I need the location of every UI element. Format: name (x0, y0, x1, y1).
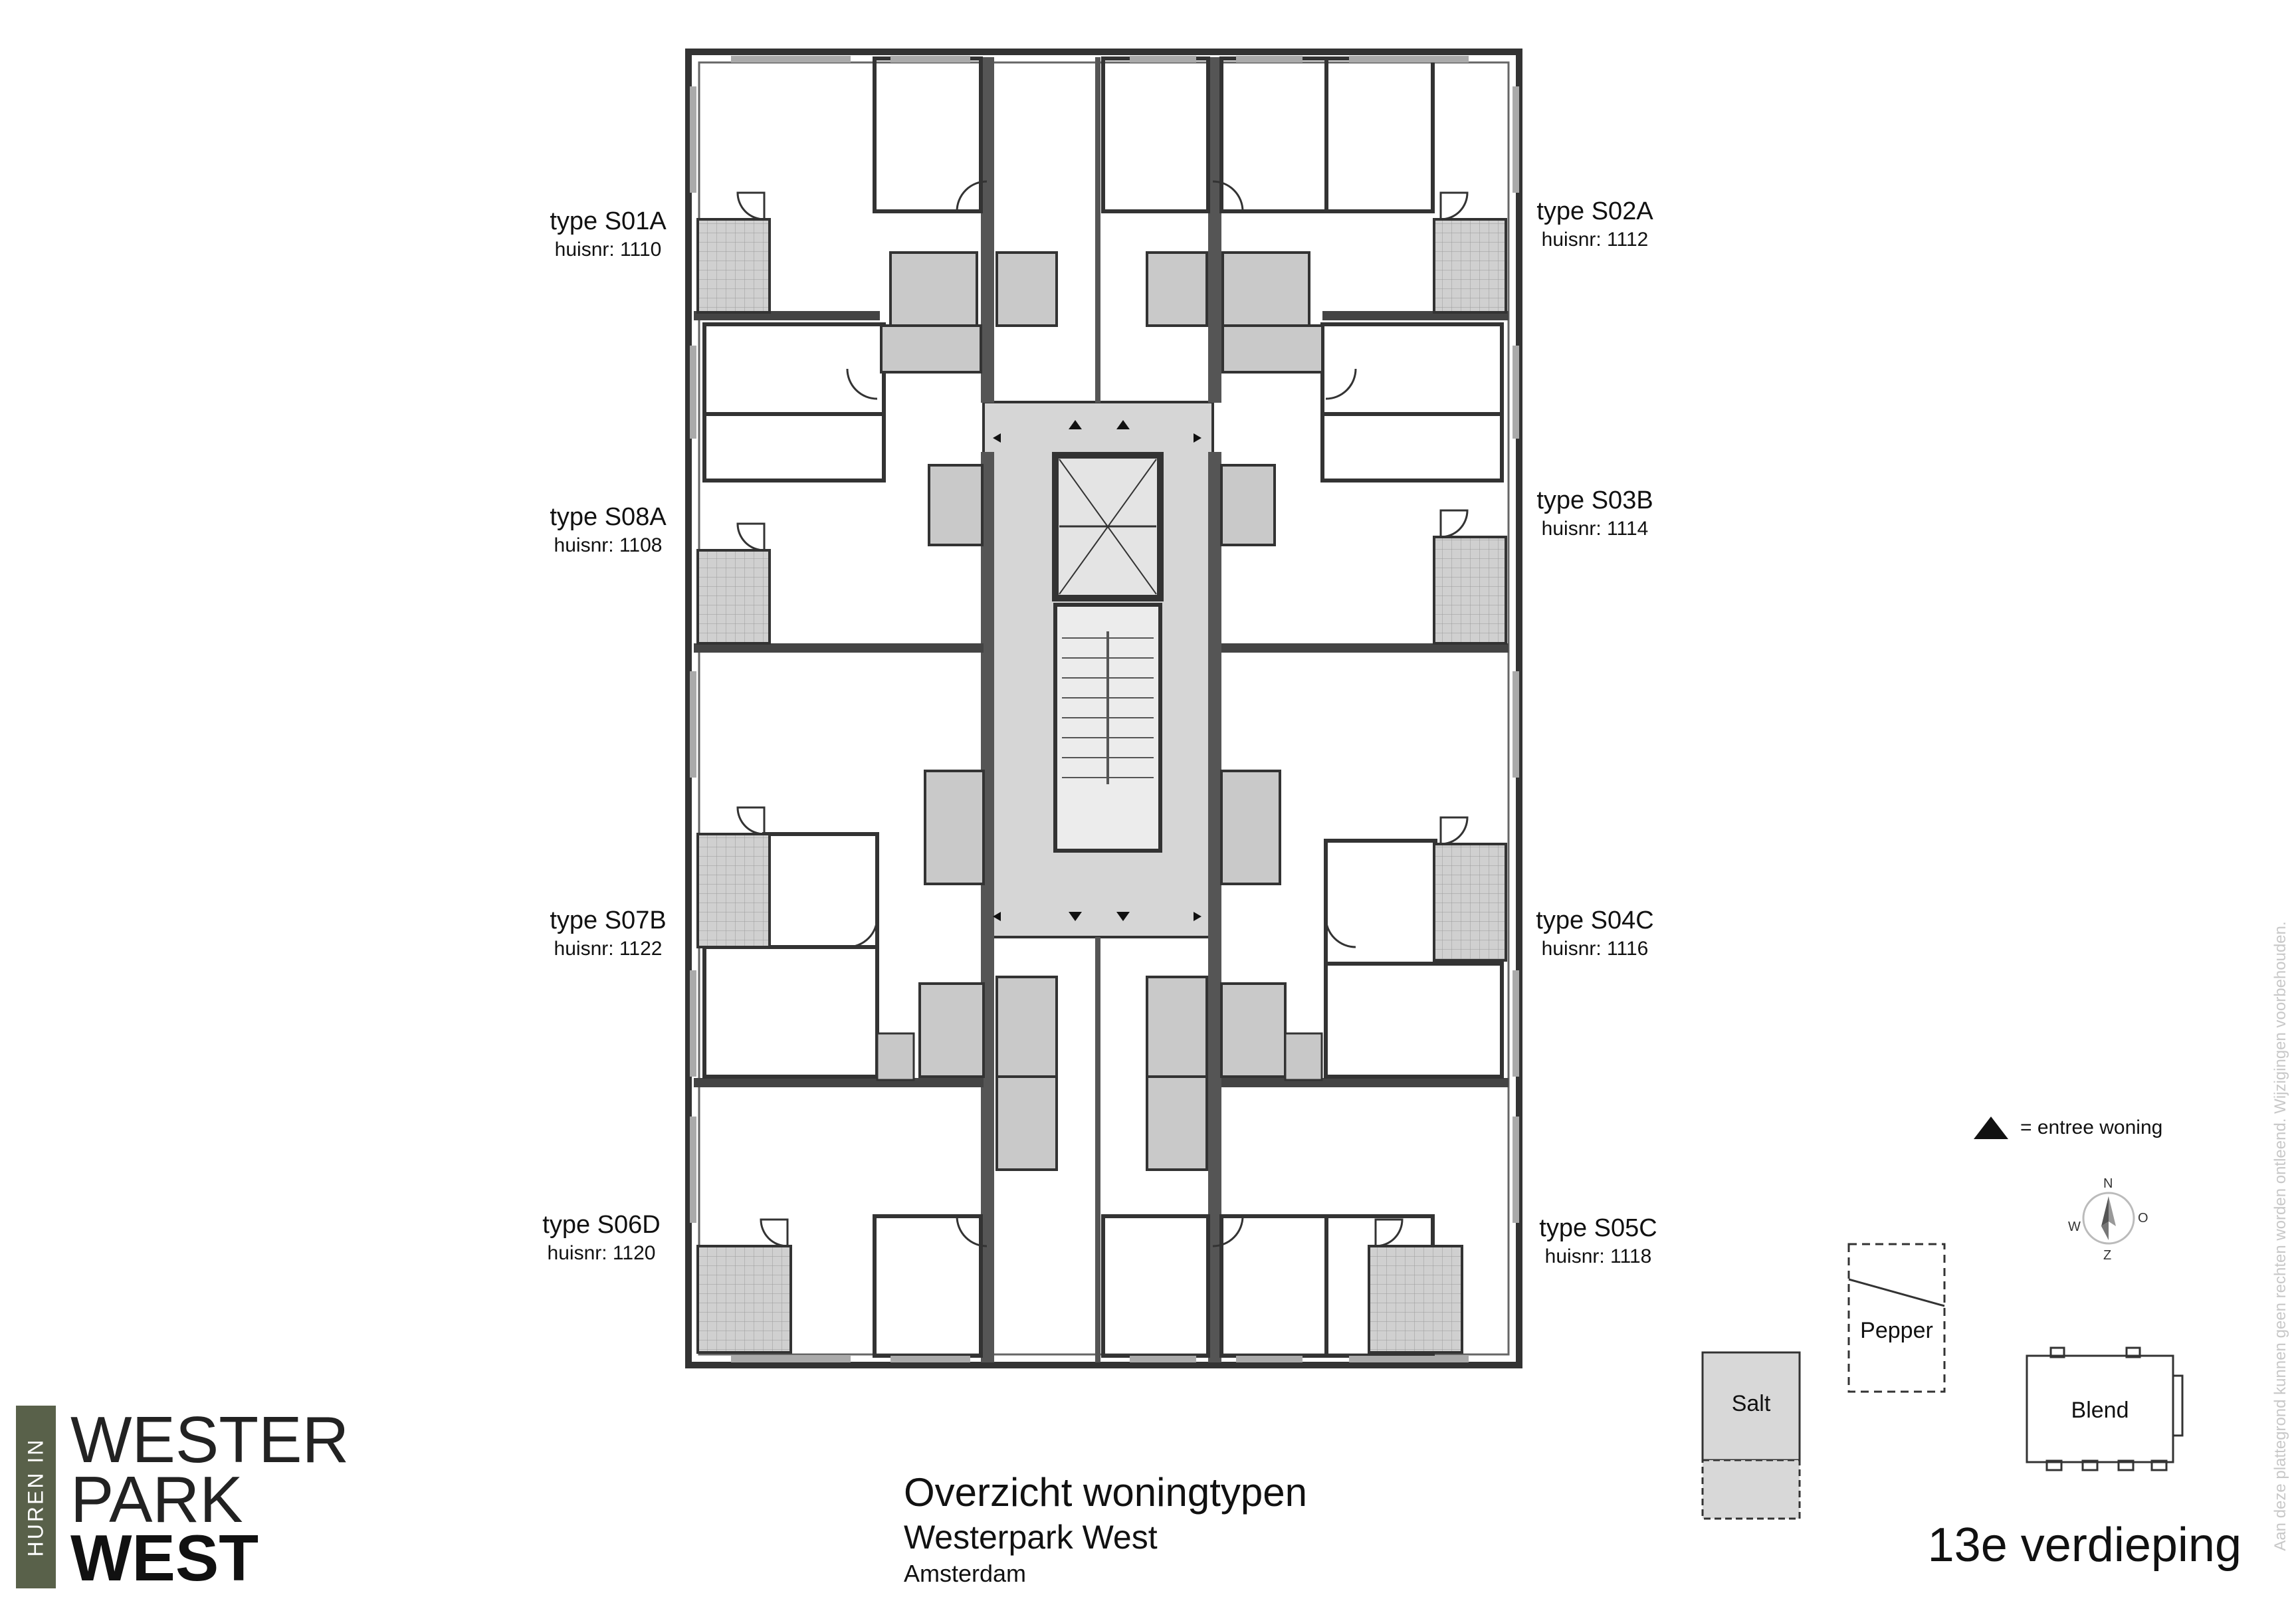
unit-type: type S02A (1536, 197, 1653, 225)
balcony (1433, 218, 1507, 314)
unit-label-s06d: type S06D huisnr: 1120 (525, 1210, 678, 1267)
balcony (696, 833, 771, 948)
triangle-up-icon (1974, 1117, 2008, 1139)
unit-type: type S05C (1539, 1214, 1657, 1242)
unit-label-s02a: type S02A huisnr: 1112 (1522, 196, 1668, 253)
balcony (696, 1245, 792, 1354)
unit-number: huisnr: 1116 (1541, 938, 1649, 960)
unit-label-s05c: type S05C huisnr: 1118 (1525, 1213, 1671, 1270)
unit-number: huisnr: 1108 (554, 534, 663, 556)
compass-east: O (2138, 1211, 2148, 1226)
logo-bar: HUREN IN (16, 1406, 56, 1588)
balcony (1433, 843, 1507, 962)
site-plan (1701, 1243, 2184, 1520)
logo-tag: HUREN IN (23, 1438, 48, 1556)
unit-label-s07b: type S07B huisnr: 1122 (532, 905, 684, 962)
unit-label-s04c: type S04C huisnr: 1116 (1522, 905, 1668, 962)
building-pepper (1847, 1243, 1946, 1393)
legend: = entree woning (1974, 1117, 2162, 1139)
compass-west: W (2068, 1220, 2081, 1234)
unit-number: huisnr: 1118 (1544, 1245, 1652, 1267)
site-label-salt: Salt (1731, 1391, 1771, 1416)
compass-south: Z (2103, 1248, 2112, 1263)
balcony (1368, 1245, 1463, 1354)
unit-label-s01a: type S01A huisnr: 1110 (532, 206, 684, 263)
balcony (1433, 536, 1507, 645)
logo: HUREN IN WESTER PARK WEST (16, 1406, 349, 1594)
logo-line-1: WESTER (70, 1403, 350, 1476)
unit-type: type S04C (1536, 907, 1654, 934)
unit-number: huisnr: 1114 (1541, 518, 1649, 540)
floor-label: 13e verdieping (1927, 1519, 2242, 1572)
unit-label-s03b: type S03B huisnr: 1114 (1522, 485, 1668, 542)
site-label-pepper: Pepper (1860, 1318, 1933, 1343)
copyright-text: Aan deze plattegrond kunnen geen rechten… (2271, 921, 2289, 1551)
unit-number: huisnr: 1122 (554, 938, 663, 960)
balcony (696, 549, 771, 645)
page-city: Amsterdam (904, 1560, 1027, 1587)
logo-line-3: WEST (70, 1521, 259, 1594)
unit-number: huisnr: 1120 (547, 1242, 656, 1264)
logo-line-2: PARK (70, 1463, 243, 1536)
compass-icon (2082, 1192, 2135, 1245)
unit-type: type S08A (550, 503, 667, 531)
unit-type: type S07B (550, 907, 667, 934)
balcony (696, 218, 771, 314)
building-salt (1701, 1351, 1801, 1461)
unit-label-s08a: type S08A huisnr: 1108 (532, 502, 684, 559)
unit-type: type S06D (542, 1211, 661, 1239)
compass-north: N (2103, 1176, 2113, 1191)
copyright-note: Aan deze plattegrond kunnen geen rechten… (2271, 884, 2291, 1588)
title-block: Overzicht woningtypen Westerpark West Am… (904, 1469, 1307, 1590)
entrance-markers (993, 420, 1201, 921)
unit-type: type S03B (1536, 486, 1653, 514)
legend-text: = entree woning (2020, 1117, 2163, 1138)
unit-number: huisnr: 1112 (1541, 229, 1649, 251)
unit-type: type S01A (550, 207, 667, 235)
unit-number: huisnr: 1110 (554, 239, 662, 261)
site-label-blend: Blend (2071, 1398, 2129, 1423)
page-subtitle: Westerpark West (904, 1519, 1158, 1556)
page-title: Overzicht woningtypen (904, 1470, 1307, 1515)
